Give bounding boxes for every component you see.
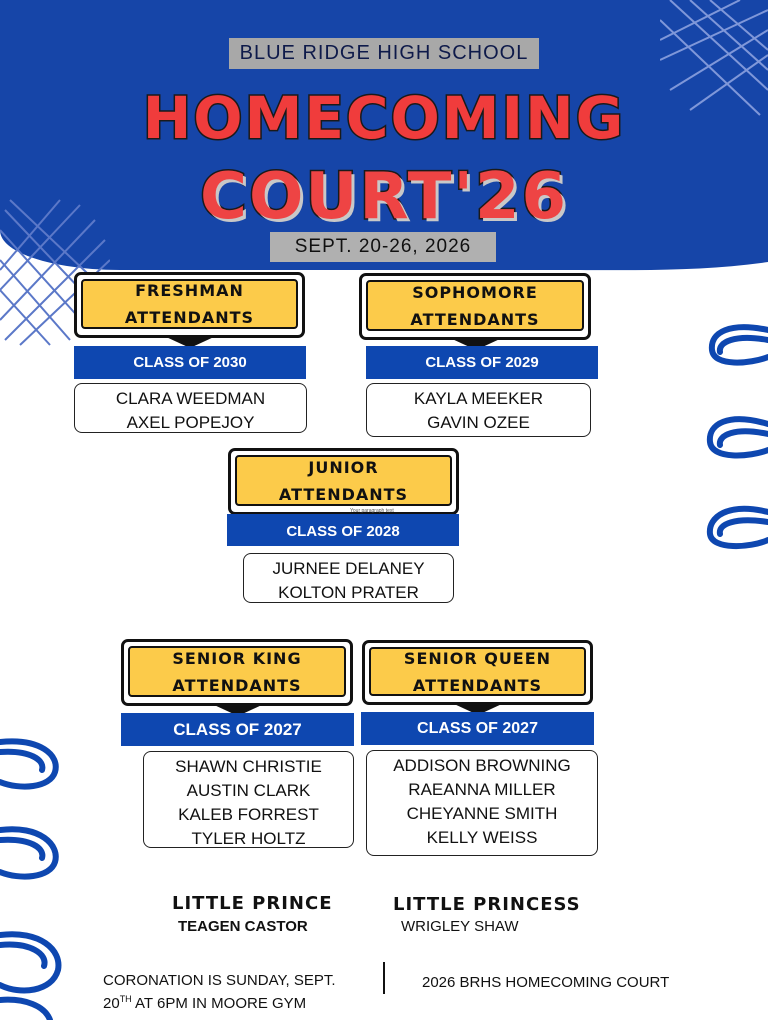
- sign-title: FRESHMAN: [135, 281, 244, 300]
- blue-coil-scribble-icon: [0, 738, 62, 1020]
- attendant-name: ADDISON BROWNING: [393, 756, 571, 775]
- class-bar: CLASS OF 2027: [361, 712, 594, 745]
- attendant-name: KOLTON PRATER: [278, 583, 419, 602]
- class-bar: CLASS OF 2028: [227, 514, 459, 546]
- little-prince-name: TEAGEN CASTOR: [178, 918, 308, 935]
- school-name: BLUE RIDGE HIGH SCHOOL: [229, 38, 539, 69]
- class-bar: CLASS OF 2029: [366, 346, 598, 379]
- junior-names: JURNEE DELANEY KOLTON PRATER: [243, 553, 454, 603]
- sign-subtitle: ATTENDANTS: [124, 308, 255, 327]
- coronation-suffix: TH: [119, 994, 132, 1004]
- sign-subtitle: ATTENDANTS: [410, 309, 540, 329]
- footer-divider: [383, 962, 385, 994]
- little-princess-name: WRIGLEY SHAW: [401, 918, 519, 935]
- junior-sign: JUNIOR ATTENDANTS: [228, 448, 459, 515]
- crosshatch-scribble-icon: [660, 0, 768, 116]
- coronation-line1: CORONATION IS SUNDAY, SEPT.: [103, 972, 336, 989]
- coronation-line2: AT 6PM IN MOORE GYM: [131, 995, 307, 1012]
- senior-queen-names: ADDISON BROWNING RAEANNA MILLER CHEYANNE…: [366, 750, 598, 856]
- sign-stem: [164, 336, 216, 348]
- attendant-name: CLARA WEEDMAN: [115, 389, 266, 408]
- blue-coil-scribble-icon: [706, 324, 768, 550]
- attendant-name: RAEANNA MILLER: [408, 780, 556, 799]
- sign-title: SENIOR QUEEN: [403, 648, 552, 668]
- sign-subtitle: ATTENDANTS: [412, 675, 543, 695]
- attendant-name: SHAWN CHRISTIE: [175, 757, 322, 776]
- freshman-names: CLARA WEEDMAN AXEL POPEJOY: [74, 383, 307, 433]
- attendant-name: AUSTIN CLARK: [186, 781, 311, 800]
- attendant-name: GAVIN OZEE: [427, 413, 530, 432]
- attendant-name: KELLY WEISS: [426, 828, 538, 847]
- class-bar: CLASS OF 2030: [74, 346, 306, 379]
- senior-king-names: SHAWN CHRISTIE AUSTIN CLARK KALEB FORRES…: [143, 751, 354, 848]
- sign-title: SOPHOMORE: [412, 282, 538, 302]
- sophomore-sign: SOPHOMORE ATTENDANTS: [359, 273, 591, 340]
- attendant-name: CHEYANNE SMITH: [406, 804, 558, 823]
- little-prince-title: LITTLE PRINCE: [172, 893, 333, 914]
- class-bar: CLASS OF 2027: [121, 713, 354, 746]
- sign-title: SENIOR KING: [172, 648, 302, 668]
- coronation-day: 20: [103, 995, 120, 1012]
- sign-subtitle: ATTENDANTS: [278, 484, 409, 504]
- attendant-name: TYLER HOLTZ: [191, 829, 306, 848]
- sign-subtitle: ATTENDANTS: [172, 675, 302, 695]
- sign-title: JUNIOR: [308, 457, 379, 477]
- senior-queen-sign: SENIOR QUEEN ATTENDANTS: [362, 640, 593, 705]
- event-dates: SEPT. 20-26, 2026: [270, 232, 496, 262]
- footer-court-label: 2026 BRHS HOMECOMING COURT: [422, 974, 670, 991]
- header-background: [0, 0, 768, 271]
- attendant-name: AXEL POPEJOY: [126, 413, 255, 432]
- title-court: COURT'26: [198, 159, 569, 236]
- title-homecoming: HOMECOMING: [141, 83, 626, 154]
- freshman-sign: FRESHMAN ATTENDANTS: [74, 272, 305, 338]
- little-princess-title: LITTLE PRINCESS: [393, 894, 581, 915]
- placeholder-text: Your paragraph text: [350, 508, 394, 514]
- attendant-name: KALEB FORREST: [178, 805, 319, 824]
- sophomore-names: KAYLA MEEKER GAVIN OZEE: [366, 383, 591, 437]
- attendant-name: JURNEE DELANEY: [272, 559, 425, 578]
- attendant-name: KAYLA MEEKER: [413, 389, 544, 408]
- coronation-info: CORONATION IS SUNDAY, SEPT. 20TH AT 6PM …: [103, 971, 336, 1013]
- senior-king-sign: SENIOR KING ATTENDANTS: [121, 639, 353, 706]
